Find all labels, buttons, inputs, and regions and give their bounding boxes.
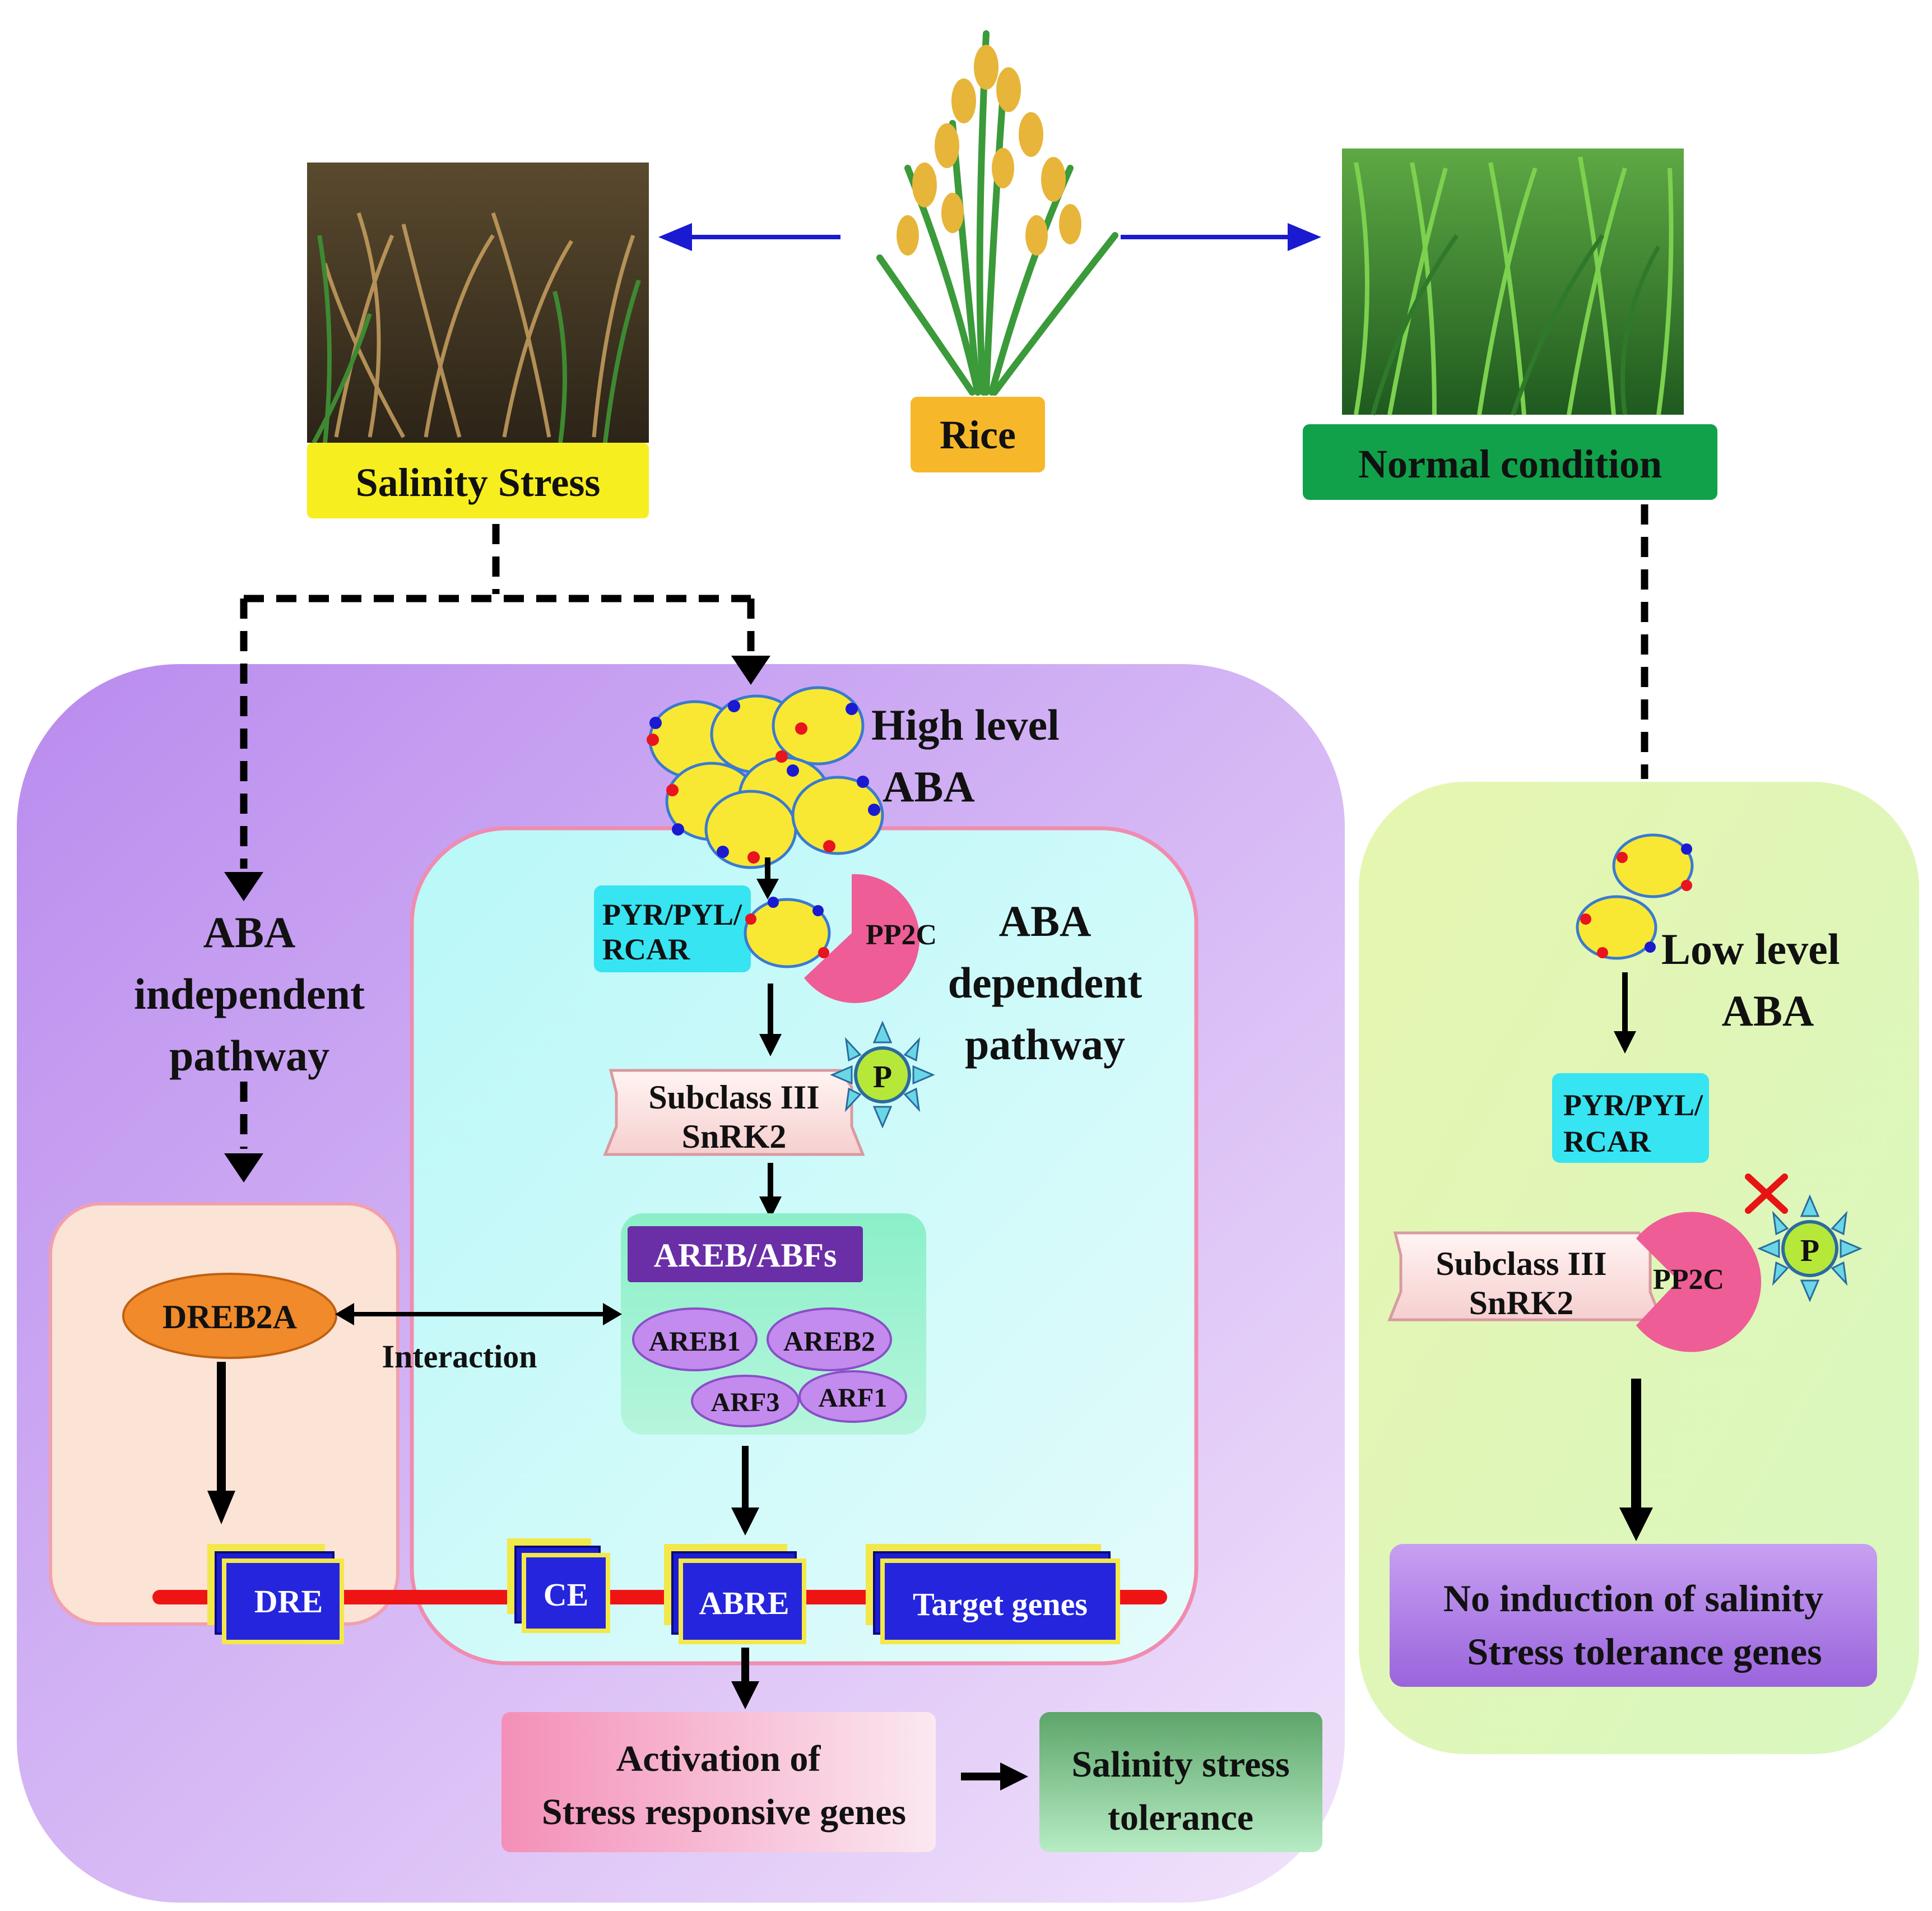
svg-text:CE: CE bbox=[544, 1576, 589, 1613]
snrk2-right: Subclass III SnRK2 bbox=[1387, 1231, 1664, 1321]
arrow-aba-to-receptor bbox=[756, 857, 779, 899]
aba-independent-title: ABA independent pathway bbox=[134, 908, 365, 1080]
pp2c-right: PP2C bbox=[1636, 1212, 1762, 1352]
svg-text:P: P bbox=[873, 1060, 892, 1094]
svg-text:High level: High level bbox=[871, 701, 1060, 749]
pp2c-left: PP2C bbox=[804, 874, 937, 1003]
arrow-abre-to-activation bbox=[731, 1648, 759, 1709]
svg-text:Stress tolerance genes: Stress tolerance genes bbox=[1467, 1630, 1822, 1673]
activation-box: Activation of Stress responsive genes bbox=[501, 1712, 936, 1852]
salinity-branch-arrows bbox=[240, 524, 755, 869]
svg-text:Activation of: Activation of bbox=[616, 1738, 821, 1779]
gene-dre: DRE bbox=[207, 1544, 344, 1644]
gene-abre: ABRE bbox=[664, 1544, 806, 1644]
arrow-to-normal bbox=[1121, 223, 1321, 251]
svg-text:PYR/PYL/: PYR/PYL/ bbox=[602, 898, 742, 931]
salinity-stress-label: Salinity Stress bbox=[307, 443, 649, 518]
svg-text:ABA: ABA bbox=[1722, 986, 1814, 1035]
dreb2a: DREB2A bbox=[122, 1273, 337, 1359]
normal-condition-label: Normal condition bbox=[1303, 424, 1717, 500]
interaction-label: Interaction bbox=[382, 1338, 537, 1375]
arrow-to-salinity bbox=[658, 223, 840, 251]
normal-dashed-arrow bbox=[1625, 504, 1664, 813]
aba-independent-arrow bbox=[224, 1082, 263, 1182]
svg-text:Low level: Low level bbox=[1661, 925, 1840, 973]
arrow-receptor-to-snrk2 bbox=[759, 984, 782, 1056]
low-aba-molecules bbox=[1576, 833, 1694, 960]
arrow-low-aba-to-receptor bbox=[1614, 972, 1636, 1054]
x-mark bbox=[1745, 1173, 1788, 1214]
interaction-arrow: Interaction bbox=[335, 1303, 622, 1375]
areb-abfs-complex: AREB/ABFs AREB1 AREB2 ARF3 ARF1 bbox=[621, 1213, 926, 1435]
arrow-activation-to-tolerance bbox=[961, 1762, 1028, 1791]
svg-text:dependent: dependent bbox=[948, 958, 1143, 1007]
phosphate-icon-right: P bbox=[1757, 1194, 1863, 1302]
svg-text:pathway: pathway bbox=[965, 1020, 1125, 1069]
svg-text:DREB2A: DREB2A bbox=[162, 1298, 297, 1335]
svg-text:ARF1: ARF1 bbox=[819, 1383, 888, 1413]
svg-text:SnRK2: SnRK2 bbox=[1469, 1284, 1574, 1321]
svg-text:tolerance: tolerance bbox=[1108, 1797, 1253, 1838]
normal-condition-label-text: Normal condition bbox=[1358, 442, 1662, 486]
svg-text:independent: independent bbox=[134, 970, 365, 1018]
svg-text:PP2C: PP2C bbox=[1653, 1264, 1724, 1296]
rice-plant-photo bbox=[876, 30, 1118, 396]
rice-label-text: Rice bbox=[940, 412, 1016, 457]
normal-photo bbox=[1342, 149, 1684, 416]
svg-text:Salinity stress: Salinity stress bbox=[1071, 1744, 1289, 1785]
high-aba-molecule-cluster bbox=[647, 686, 884, 869]
arrow-snrk2-to-areb bbox=[759, 1163, 782, 1219]
high-aba-label: High level ABA bbox=[871, 701, 1060, 811]
svg-text:Target genes: Target genes bbox=[913, 1586, 1088, 1622]
svg-text:AREB/ABFs: AREB/ABFs bbox=[654, 1237, 837, 1274]
svg-text:SnRK2: SnRK2 bbox=[682, 1118, 787, 1155]
svg-text:DRE: DRE bbox=[254, 1583, 323, 1620]
arrowhead-high-aba bbox=[731, 656, 770, 685]
gene-ce: CE bbox=[507, 1538, 610, 1633]
svg-text:Subclass III: Subclass III bbox=[1436, 1245, 1606, 1282]
aba-dependent-title: ABA dependent pathway bbox=[948, 897, 1143, 1069]
phosphate-icon-left: P bbox=[830, 1021, 935, 1129]
svg-text:RCAR: RCAR bbox=[1563, 1125, 1651, 1158]
svg-text:ABRE: ABRE bbox=[699, 1585, 789, 1621]
svg-text:pathway: pathway bbox=[169, 1031, 329, 1080]
svg-text:PYR/PYL/: PYR/PYL/ bbox=[1563, 1088, 1703, 1122]
svg-text:RCAR: RCAR bbox=[602, 933, 690, 966]
arrowhead-aba-independent bbox=[224, 872, 263, 901]
svg-text:No induction of salinity: No induction of salinity bbox=[1443, 1577, 1823, 1620]
pyr-pyl-rcar-receptor-right: PYR/PYL/ RCAR bbox=[1552, 1073, 1709, 1163]
salinity-photo bbox=[307, 163, 649, 444]
pyr-pyl-rcar-receptor: PYR/PYL/ RCAR bbox=[594, 885, 751, 972]
svg-text:ABA: ABA bbox=[883, 762, 975, 811]
svg-text:PP2C: PP2C bbox=[866, 919, 937, 951]
salinity-stress-label-text: Salinity Stress bbox=[356, 460, 601, 505]
svg-text:Stress responsive genes: Stress responsive genes bbox=[542, 1792, 906, 1833]
svg-text:ARF3: ARF3 bbox=[711, 1388, 780, 1417]
arrow-to-no-induction bbox=[1619, 1379, 1653, 1541]
arrow-areb-to-abre bbox=[731, 1446, 759, 1536]
svg-text:AREB1: AREB1 bbox=[649, 1325, 741, 1357]
snrk2-left: Subclass III SnRK2 bbox=[603, 1069, 865, 1156]
svg-text:P: P bbox=[1800, 1233, 1819, 1268]
rice-label: Rice bbox=[911, 397, 1045, 472]
svg-text:ABA: ABA bbox=[203, 908, 296, 957]
arrow-dreb2a-to-dre bbox=[207, 1362, 235, 1524]
tolerance-box: Salinity stress tolerance bbox=[1039, 1712, 1322, 1852]
no-induction-box: No induction of salinity Stress toleranc… bbox=[1390, 1544, 1877, 1687]
svg-text:AREB2: AREB2 bbox=[783, 1325, 875, 1357]
receptor-bound-aba bbox=[744, 897, 831, 968]
gene-target-genes: Target genes bbox=[866, 1544, 1120, 1644]
svg-text:ABA: ABA bbox=[999, 897, 1092, 945]
svg-text:Subclass III: Subclass III bbox=[648, 1079, 819, 1116]
low-aba-label: Low level ABA bbox=[1661, 925, 1840, 1035]
